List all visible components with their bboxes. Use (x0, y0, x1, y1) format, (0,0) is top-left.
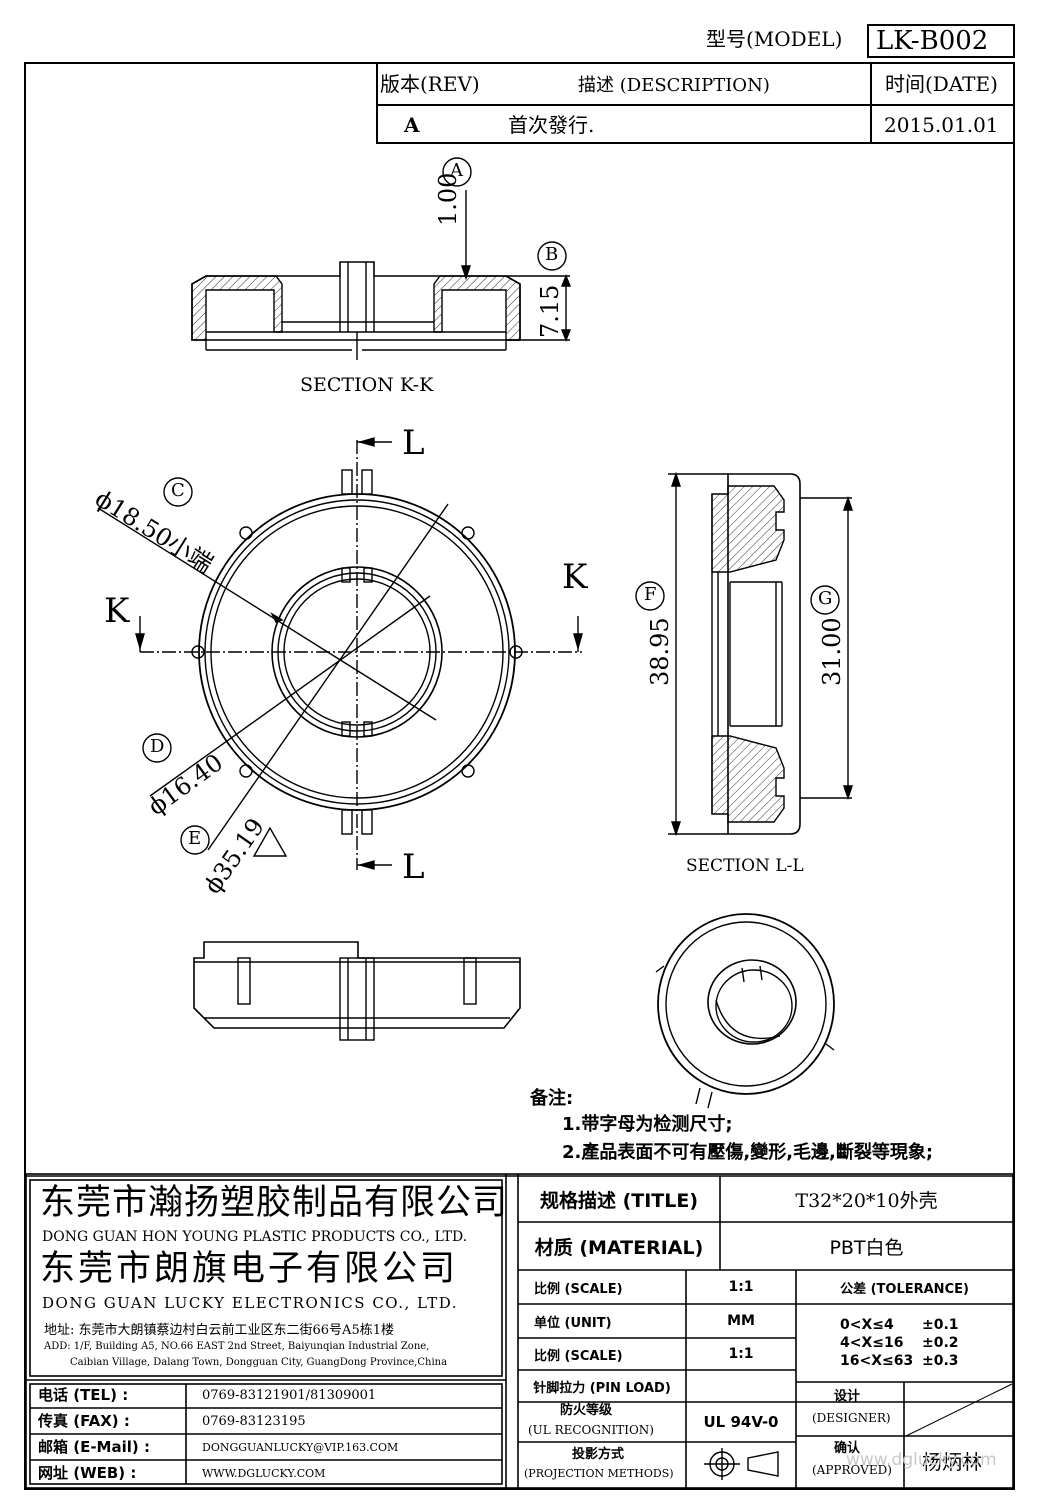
dim-C-letter: C (171, 480, 185, 501)
section-ll-view (635, 471, 853, 837)
scale2-value: 1:1 (728, 1346, 754, 1362)
unit-label: 单位 (UNIT) (534, 1315, 612, 1331)
material-label: 材质 (MATERIAL) (534, 1236, 704, 1259)
title-label: 规格描述 (TITLE) (539, 1189, 699, 1212)
scale-value: 1:1 (728, 1279, 754, 1295)
section-ll-label: SECTION L-L (686, 856, 804, 876)
approved-label-1: 确认 (834, 1441, 861, 1456)
model-box (867, 24, 1015, 58)
fire-label-2: (UL RECOGNITION) (528, 1423, 654, 1437)
dim-E-letter: E (188, 828, 202, 849)
tel-label: 电话 (TEL) : (38, 1386, 129, 1404)
tol3-range: 16<X≤63 (840, 1353, 914, 1369)
tol3-value: ±0.3 (922, 1353, 959, 1369)
model-label: 型号(MODEL) (706, 27, 843, 51)
proj-label-2: (PROJECTION METHODS) (524, 1467, 674, 1480)
rev-header: 版本(REV) (380, 72, 480, 96)
notes-line1: 1.带字母为检测尺寸; (562, 1114, 733, 1135)
pin-load-label: 针脚拉力 (PIN LOAD) (533, 1380, 671, 1396)
tol1-value: ±0.1 (922, 1317, 959, 1333)
cut-K-left: K (104, 591, 130, 631)
side-view (193, 941, 521, 1041)
approved-value: 杨炳林 (922, 1450, 982, 1474)
dim-B-letter: B (545, 244, 559, 265)
web-label: 网址 (WEB) : (38, 1464, 137, 1482)
date-header: 时间(DATE) (885, 72, 998, 96)
cut-L-top: L (402, 423, 425, 463)
designer-label-2: (DESIGNER) (812, 1411, 891, 1425)
company-addr-cn: 地址: 东莞市大朗镇蔡边村白云前工业区东二街66号A5栋1楼 (44, 1323, 394, 1338)
rev-col-divider (870, 62, 872, 144)
tol2-value: ±0.2 (922, 1335, 959, 1351)
fax-value: 0769-83123195 (202, 1414, 306, 1429)
proj-label-1: 投影方式 (572, 1447, 625, 1462)
dim-A-letter: A (450, 160, 463, 181)
company-addr-en-1: ADD: 1/F, Building A5, NO.66 EAST 2nd St… (44, 1341, 430, 1352)
notes-line2: 2.產品表面不可有壓傷,變形,毛邊,斷裂等現象; (562, 1142, 934, 1163)
section-kk-label: SECTION K-K (300, 374, 434, 396)
dim-D-letter: D (150, 736, 165, 757)
fax-label: 传真 (FAX) : (38, 1412, 130, 1430)
cut-L-bottom: L (402, 847, 425, 887)
dim-G-value: 31.00 (818, 617, 846, 686)
ring-top-view (97, 437, 583, 870)
company-name-cn-1: 东莞市瀚扬塑胶制品有限公司 (40, 1183, 509, 1223)
dim-F-letter: F (644, 584, 657, 605)
dim-F-value: 38.95 (646, 617, 674, 686)
rev-row-divider (376, 104, 1015, 106)
isometric-view (655, 913, 835, 1109)
mail-label: 邮箱 (E-Mail) : (38, 1438, 150, 1456)
title-value: T32*20*10外壳 (795, 1189, 938, 1212)
cut-K-right: K (562, 557, 588, 597)
tol2-range: 4<X≤16 (840, 1335, 904, 1351)
section-kk-view (191, 157, 572, 360)
web-value[interactable]: WWW.DGLUCKY.COM (202, 1467, 326, 1480)
desc-value: 首次發行. (508, 113, 595, 137)
fire-value: UL 94V-0 (703, 1413, 779, 1431)
approved-label-2: (APPROVED) (812, 1463, 892, 1477)
model-value: LK-B002 (876, 26, 989, 56)
scale-label: 比例 (SCALE) (534, 1281, 623, 1297)
tolerance-label: 公差 (TOLERANCE) (840, 1281, 969, 1297)
tol1-range: 0<X≤4 (840, 1317, 894, 1333)
watermark: www.dglucky.com (846, 1450, 997, 1470)
fire-label-1: 防火等级 (560, 1403, 613, 1418)
desc-header: 描述 (DESCRIPTION) (578, 75, 770, 96)
company-name-cn-2: 东莞市朗旗电子有限公司 (40, 1249, 459, 1289)
title-block-lines (25, 1173, 1014, 1489)
designer-label-1: 设计 (834, 1389, 861, 1404)
revision-table (376, 62, 1015, 144)
projection-symbol-icon (704, 1448, 779, 1480)
company-name-en-2: DONG GUAN LUCKY ELECTRONICS CO., LTD. (42, 1294, 459, 1312)
company-addr-en-2: Caibian Village, Dalang Town, Dongguan C… (70, 1357, 448, 1368)
dim-B-value: 7.15 (536, 284, 564, 338)
mail-value[interactable]: DONGGUANLUCKY@VIP.163.COM (202, 1441, 399, 1454)
company-name-en-1: DONG GUAN HON YOUNG PLASTIC PRODUCTS CO.… (42, 1229, 468, 1245)
unit-value: MM (727, 1313, 755, 1329)
date-value: 2015.01.01 (884, 113, 999, 137)
dim-G-letter: G (818, 588, 833, 609)
notes-title: 备注: (530, 1088, 574, 1109)
material-value: PBT白色 (829, 1236, 904, 1259)
tel-value: 0769-83121901/81309001 (202, 1388, 377, 1403)
dim-A-value: 1.00 (434, 172, 462, 226)
scale2-label: 比例 (SCALE) (534, 1348, 623, 1364)
rev-value: A (404, 113, 420, 137)
